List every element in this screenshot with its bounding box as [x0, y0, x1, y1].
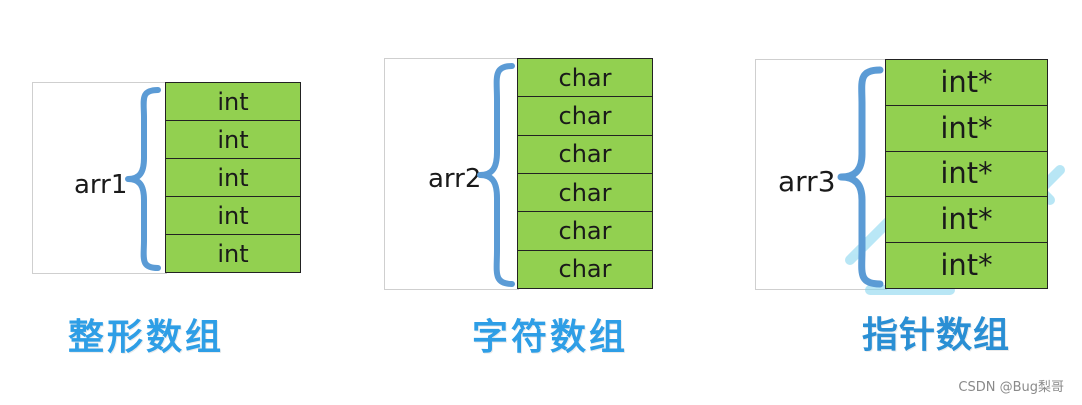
array-cell: char [518, 96, 652, 135]
array-cell: int [166, 196, 300, 234]
curly-brace-icon [125, 87, 161, 271]
array-cells: int* int* int* int* int* [885, 59, 1048, 289]
array-cell: int* [886, 60, 1047, 105]
credit-watermark: CSDN @Bug梨哥 [958, 380, 1064, 395]
array-cell: int [166, 158, 300, 196]
array-caption: 整形数组 [68, 317, 225, 358]
array-cells: char char char char char char [517, 58, 653, 289]
array-cell: int* [886, 150, 1047, 197]
array-cell: int [166, 83, 300, 120]
array-cell: char [518, 211, 652, 250]
array-cell: char [518, 59, 652, 97]
curly-brace-icon [477, 63, 515, 287]
array-cell: char [518, 249, 652, 288]
array-cell: int* [886, 104, 1047, 151]
array-cell: char [518, 172, 652, 212]
array-caption: 字符数组 [472, 317, 629, 358]
array-name-label: arr2 [428, 164, 482, 194]
array-caption: 指针数组 [862, 315, 1011, 356]
array-cell: int [166, 120, 300, 158]
array-name-label: arr1 [74, 170, 128, 200]
array-cell: int* [886, 242, 1047, 288]
array-cell: int* [886, 196, 1047, 243]
array-cell: char [518, 134, 652, 173]
array-name-label: arr3 [778, 165, 836, 198]
curly-brace-icon [837, 66, 884, 288]
array-cells: int int int int int [165, 82, 301, 273]
array-cell: int [166, 234, 300, 272]
